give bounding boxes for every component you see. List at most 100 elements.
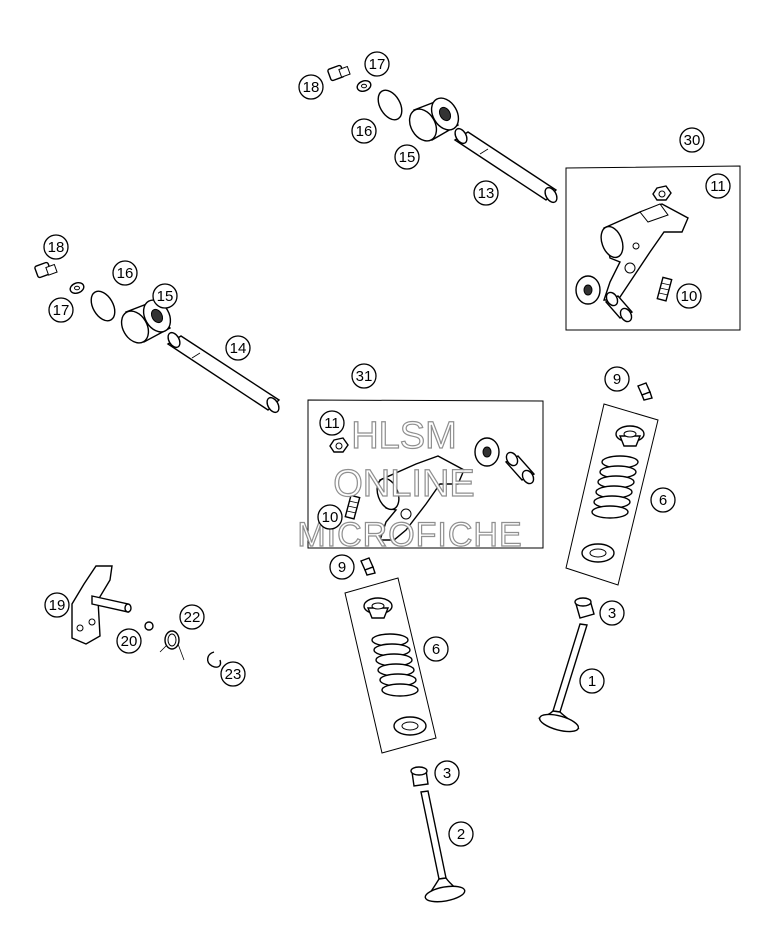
callout-circle xyxy=(579,668,605,694)
callout-1: 1 xyxy=(579,668,605,694)
callout-number: 16 xyxy=(356,123,373,140)
callout-number: 13 xyxy=(478,185,495,202)
callout-number: 31 xyxy=(356,368,373,385)
callout-number: 9 xyxy=(613,371,621,388)
callout-10: 10 xyxy=(317,504,343,530)
upper-rocker-shaft-assembly xyxy=(327,64,558,204)
callout-15: 15 xyxy=(152,283,178,309)
callout-circle xyxy=(434,760,460,786)
intake-valve-part-1 xyxy=(537,623,588,733)
callout-number: 2 xyxy=(457,826,465,843)
callout-circle xyxy=(116,628,142,654)
watermark: HLSM ONLINE MICROFICHE xyxy=(297,414,523,554)
callout-2: 2 xyxy=(448,821,474,847)
callout-number: 22 xyxy=(184,609,201,626)
callout-circle xyxy=(351,118,377,144)
callout-16: 16 xyxy=(112,260,138,286)
lower-rocker-shaft-assembly xyxy=(34,261,281,414)
callout-6: 6 xyxy=(423,636,449,662)
callout-circle xyxy=(317,504,343,530)
callout-number: 16 xyxy=(117,265,134,282)
callout-circle xyxy=(319,410,345,436)
callout-number: 6 xyxy=(432,641,440,658)
callout-circle xyxy=(604,366,630,392)
callout-circle xyxy=(298,74,324,100)
callout-circle xyxy=(679,127,705,153)
callout-11: 11 xyxy=(705,173,731,199)
callout-number: 3 xyxy=(608,605,616,622)
callout-number: 10 xyxy=(322,509,339,526)
callout-30: 30 xyxy=(679,127,705,153)
callout-10: 10 xyxy=(676,283,702,309)
rocker-arm-lower xyxy=(376,455,465,541)
o-ring-part-16-lower xyxy=(90,290,116,322)
callout-number: 17 xyxy=(53,302,70,319)
callout-number: 20 xyxy=(121,633,138,650)
washer-part-20 xyxy=(144,621,154,631)
callout-circle xyxy=(423,636,449,662)
callout-number: 10 xyxy=(681,288,698,305)
spring-retainer-right xyxy=(615,425,645,447)
callout-circle xyxy=(43,234,69,260)
callout-number: 17 xyxy=(369,56,386,73)
callout-20: 20 xyxy=(116,628,142,654)
valve-collets-part-9-center xyxy=(360,557,376,576)
valve-spring-kit-6-right xyxy=(565,382,659,586)
callout-13: 13 xyxy=(473,180,499,206)
callout-number: 19 xyxy=(49,597,66,614)
callout-17: 17 xyxy=(364,51,390,77)
callout-number: 11 xyxy=(710,178,726,195)
callout-circle xyxy=(364,51,390,77)
rocker-arm-upper xyxy=(600,203,689,301)
valve-collets-part-9-right xyxy=(637,382,653,401)
callout-number: 14 xyxy=(230,340,247,357)
callout-circle xyxy=(705,173,731,199)
watermark-line-2: ONLINE xyxy=(333,463,474,505)
callout-6: 6 xyxy=(650,487,676,513)
callout-circle xyxy=(179,604,205,630)
callout-circle xyxy=(152,283,178,309)
callout-number: 11 xyxy=(324,415,340,432)
callout-number: 30 xyxy=(684,132,701,149)
callout-circle xyxy=(599,600,625,626)
rocker-bearing-upper xyxy=(575,275,634,323)
rocker-shaft-part-14 xyxy=(166,331,281,414)
callout-11: 11 xyxy=(319,410,345,436)
callout-number: 9 xyxy=(338,559,346,576)
callout-circle xyxy=(220,661,246,687)
callout-circle xyxy=(394,144,420,170)
rocker-shaft-part-13 xyxy=(453,127,558,204)
callout-23: 23 xyxy=(220,661,246,687)
callout-9: 9 xyxy=(329,554,355,580)
valve-stem-seal-part-3-center xyxy=(410,766,429,787)
callout-3: 3 xyxy=(434,760,460,786)
callout-circle xyxy=(112,260,138,286)
rocker-arm-kit-31 xyxy=(307,399,544,549)
callout-circle xyxy=(48,297,74,323)
bushing-part-15-upper xyxy=(408,97,460,142)
callout-16: 16 xyxy=(351,118,377,144)
callout-31: 31 xyxy=(351,363,377,389)
callout-circle xyxy=(225,335,251,361)
callout-number: 15 xyxy=(399,149,416,166)
adjuster-screw-part-10-lower xyxy=(344,494,361,520)
callout-circle xyxy=(473,180,499,206)
callout-number: 18 xyxy=(303,79,320,96)
callout-9: 9 xyxy=(604,366,630,392)
spring-retainer-center xyxy=(363,597,393,619)
spring-seat-right xyxy=(581,543,615,563)
callout-14: 14 xyxy=(225,335,251,361)
callout-number: 3 xyxy=(443,765,451,782)
valve-spring-center xyxy=(371,633,419,697)
valve-spring-right xyxy=(591,455,639,519)
callout-3: 3 xyxy=(599,600,625,626)
callout-circle xyxy=(650,487,676,513)
bolt-part-18-lower xyxy=(34,261,58,279)
watermark-line-1: HLSM xyxy=(351,415,457,457)
callout-19: 19 xyxy=(44,592,70,618)
spring-seat-center xyxy=(393,716,427,736)
callout-number: 15 xyxy=(157,288,174,305)
callout-circle xyxy=(44,592,70,618)
